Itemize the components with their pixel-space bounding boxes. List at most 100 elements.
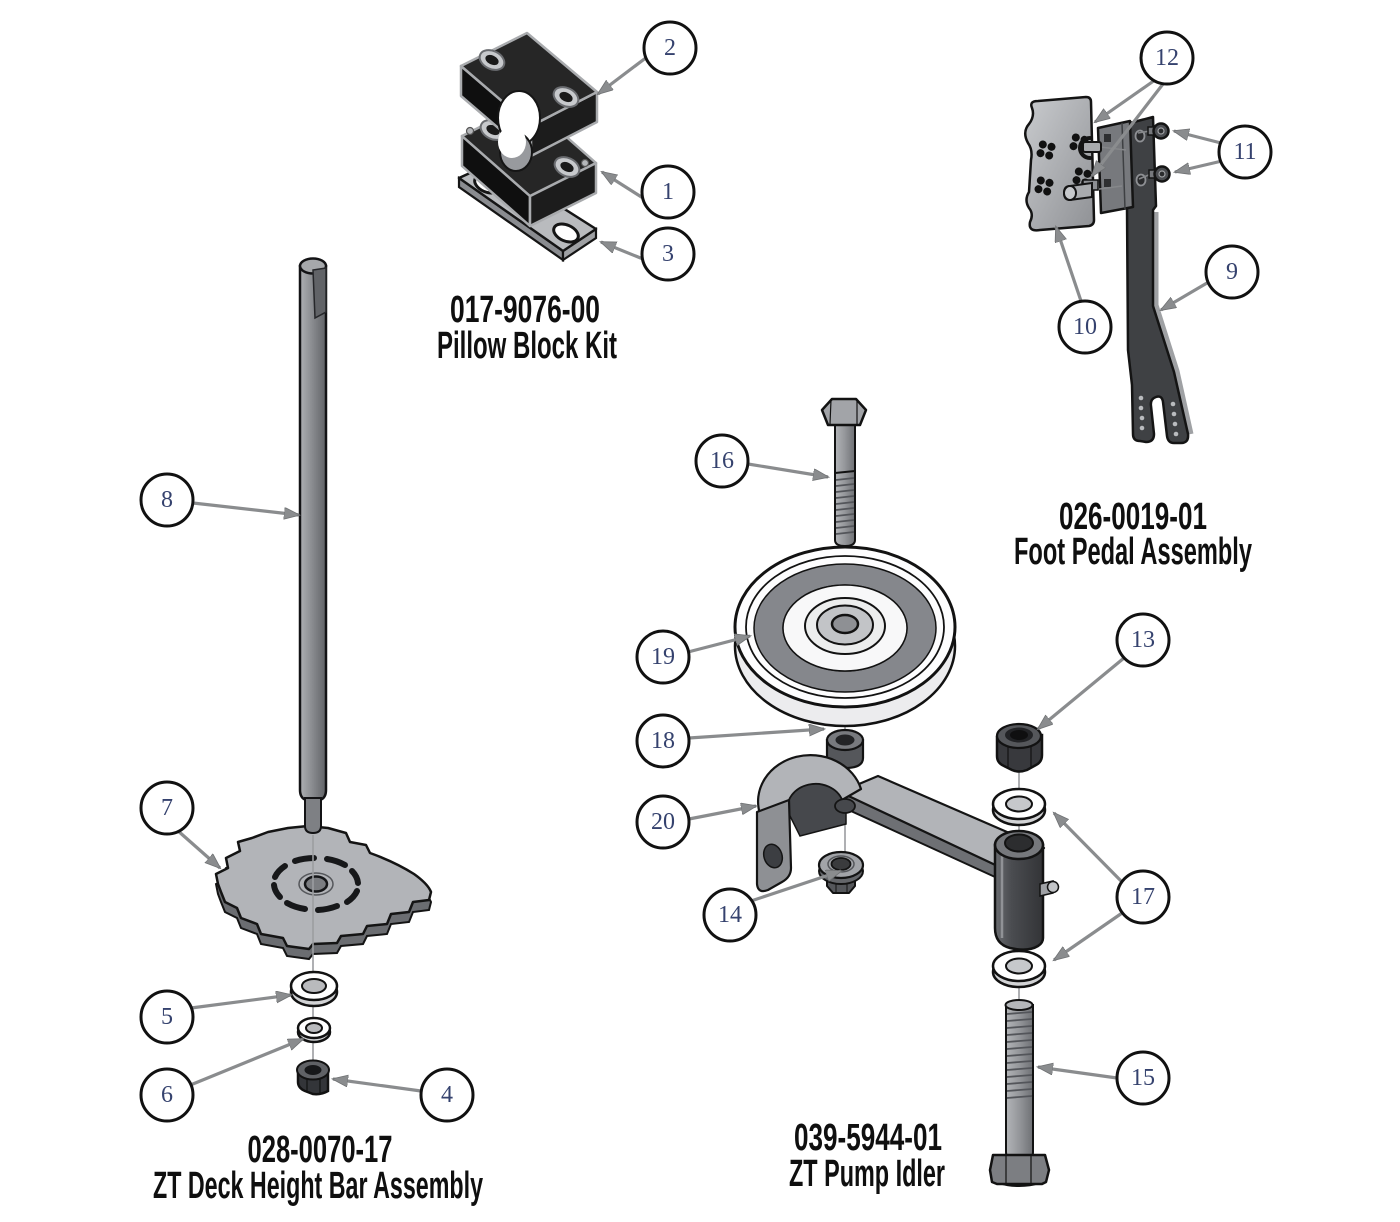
leader-13 [1038, 656, 1126, 729]
leader-6 [187, 1037, 303, 1088]
callout-number: 11 [1233, 139, 1256, 165]
pivot-tube [993, 829, 1060, 951]
deck-height-bar-assembly [214, 257, 433, 1096]
callout-number: 13 [1131, 627, 1155, 653]
assembly-name: ZT Deck Height Bar Assembly [153, 1165, 483, 1207]
leader-11b [1175, 159, 1223, 172]
callout-number: 8 [161, 487, 173, 513]
cam-plate [214, 824, 433, 961]
pillow-block-kit [457, 31, 599, 263]
cam-slots [271, 855, 361, 913]
leader-arrows [175, 55, 1223, 1093]
idler-pulley [733, 545, 957, 728]
callout-number: 6 [161, 1082, 173, 1108]
leader-18 [688, 729, 824, 740]
foot-pedal-assembly [1024, 95, 1194, 445]
assembly-part-number: 026-0019-01 [1059, 496, 1207, 538]
callout-balloon-6: 6 [139, 1067, 195, 1123]
callout-balloon-2: 2 [642, 20, 698, 76]
callout-balloon-1: 1 [640, 164, 696, 220]
leader-7 [175, 828, 220, 868]
callout-balloon-10: 10 [1057, 299, 1113, 355]
callout-number: 19 [651, 644, 675, 670]
pedal-lever [1125, 115, 1194, 445]
callout-number: 15 [1131, 1065, 1155, 1091]
flat-washer-lower [991, 949, 1047, 989]
assembly-part-number: 039-5944-01 [794, 1117, 942, 1159]
latch-pin [1078, 136, 1127, 160]
callout-balloon-11: 11 [1217, 124, 1273, 180]
idler-bracket [755, 754, 1046, 893]
pivot-pin [1062, 179, 1123, 202]
leader-5 [190, 995, 291, 1010]
lock-nut [995, 722, 1044, 773]
callout-number: 20 [651, 809, 675, 835]
callout-balloon-5: 5 [139, 989, 195, 1045]
leader-11a [1174, 131, 1222, 145]
leader-19 [687, 636, 750, 654]
leader-14 [750, 869, 841, 903]
callout-balloon-20: 20 [635, 794, 691, 850]
callout-number: 3 [662, 241, 674, 267]
leader-10 [1054, 227, 1083, 302]
callout-balloon-18: 18 [635, 713, 691, 769]
leader-17b [1054, 909, 1126, 962]
hex-bolt-15 [988, 999, 1051, 1187]
assembly-labels: 017-9076-00 Pillow Block Kit 026-0019-01… [153, 289, 1252, 1207]
callout-number: 7 [161, 795, 173, 821]
assembly-part-number: 028-0070-17 [248, 1129, 393, 1171]
callout-number: 5 [161, 1004, 173, 1030]
callout-number: 2 [664, 35, 676, 61]
leader-4 [333, 1079, 422, 1093]
callout-number: 16 [710, 448, 734, 474]
callout-balloon-7: 7 [139, 780, 195, 836]
flat-washer-5 [289, 970, 339, 1008]
callout-balloon-17: 17 [1115, 869, 1171, 925]
callout-number: 1 [662, 179, 674, 205]
leader-16 [747, 462, 828, 477]
spacer-bushing [825, 728, 865, 770]
callout-balloon-9: 9 [1204, 244, 1260, 300]
callout-number: 12 [1155, 45, 1179, 71]
pedal-pad [1024, 95, 1127, 232]
upper-clamp-block [459, 31, 599, 158]
callout-balloons: 2 1 3 8 7 5 6 4 [139, 20, 1273, 1123]
hex-nut-4 [296, 1059, 330, 1096]
prong-slot-holes [1138, 395, 1179, 437]
callout-balloon-4: 4 [419, 1067, 475, 1123]
assembly-name: Pillow Block Kit [437, 325, 617, 367]
shaft-saddle-notch [497, 90, 541, 172]
leader-9 [1161, 281, 1208, 312]
callout-number: 4 [441, 1082, 453, 1108]
leader-3 [601, 240, 644, 261]
callout-number: 18 [651, 728, 675, 754]
callout-balloon-19: 19 [635, 629, 691, 685]
height-adjust-rod [298, 257, 328, 835]
hex-bolt-16 [820, 397, 868, 548]
leader-1 [602, 170, 644, 200]
lock-washer-6 [296, 1016, 332, 1044]
callout-balloon-3: 3 [640, 226, 696, 282]
assembly-name: Foot Pedal Assembly [1014, 531, 1252, 573]
leader-12b [1092, 83, 1165, 176]
leader-17a [1054, 813, 1127, 887]
flat-washer-upper [991, 787, 1047, 827]
pump-idler-assembly [733, 397, 1060, 1187]
leader-2 [598, 55, 648, 94]
callout-number: 17 [1131, 884, 1155, 910]
callout-balloon-15: 15 [1115, 1050, 1171, 1106]
leader-20 [688, 806, 756, 821]
callout-balloon-16: 16 [694, 433, 750, 489]
callout-number: 14 [718, 902, 742, 928]
callout-balloon-12: 12 [1139, 30, 1195, 86]
leader-15 [1038, 1067, 1118, 1080]
leader-12a [1095, 78, 1156, 124]
assembly-name: ZT Pump Idler [789, 1153, 945, 1195]
callout-number: 10 [1073, 314, 1097, 340]
mount-screws [1137, 122, 1171, 183]
callout-balloon-13: 13 [1115, 612, 1171, 668]
assembly-part-number: 017-9076-00 [450, 289, 600, 331]
callout-number: 9 [1226, 259, 1238, 285]
